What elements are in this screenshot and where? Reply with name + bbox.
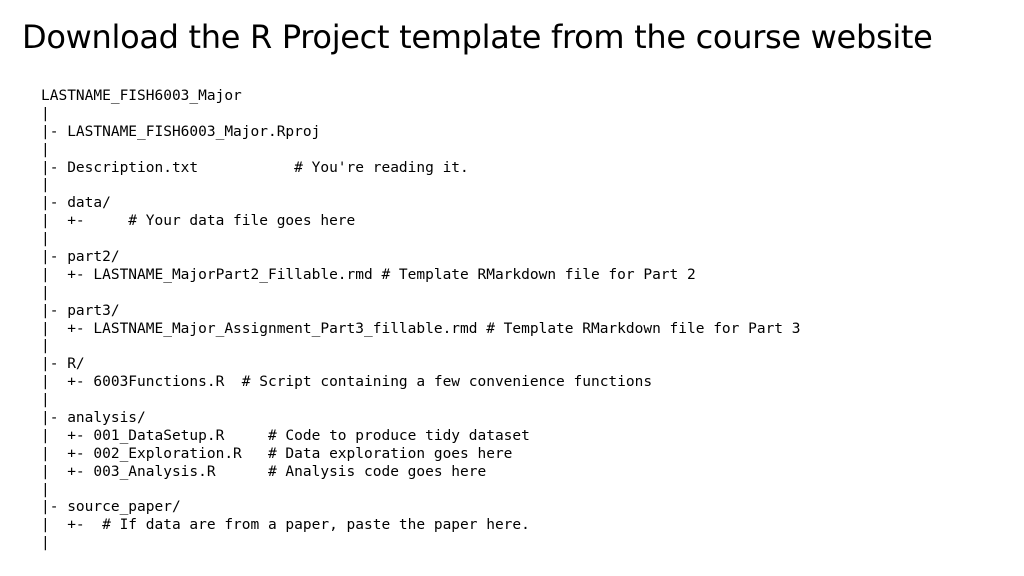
tree-line-connector: | bbox=[41, 535, 50, 552]
tree-line-description-file: |- Description.txt # You're reading it. bbox=[41, 159, 469, 176]
tree-line-connector: | bbox=[41, 284, 50, 301]
tree-line-functions-script: | +- 6003Functions.R # Script containing… bbox=[41, 374, 653, 391]
tree-line-connector: | bbox=[41, 338, 50, 355]
tree-line-connector: | bbox=[41, 231, 50, 248]
tree-line-r-folder: |- R/ bbox=[41, 356, 85, 373]
tree-line-part2-folder: |- part2/ bbox=[41, 249, 120, 266]
tree-line-part3-template: | +- LASTNAME_Major_Assignment_Part3_fil… bbox=[41, 320, 801, 337]
tree-line-analysis-script: | +- 003_Analysis.R # Analysis code goes… bbox=[41, 463, 487, 480]
tree-line-connector: | bbox=[41, 481, 50, 498]
tree-line-source-paper-file: | +- # If data are from a paper, paste t… bbox=[41, 517, 530, 534]
tree-line-source-paper-folder: |- source_paper/ bbox=[41, 499, 181, 516]
tree-line-connector: | bbox=[41, 392, 50, 409]
slide-title: Download the R Project template from the… bbox=[22, 18, 933, 56]
tree-line-root-folder: LASTNAME_FISH6003_Major bbox=[41, 88, 242, 104]
tree-line-datasetup-script: | +- 001_DataSetup.R # Code to produce t… bbox=[41, 427, 530, 444]
tree-line-data-file: | +- # Your data file goes here bbox=[41, 213, 356, 230]
tree-line-connector: | bbox=[41, 177, 50, 194]
tree-line-part3-folder: |- part3/ bbox=[41, 302, 120, 319]
project-directory-tree: LASTNAME_FISH6003_Major | |- LASTNAME_FI… bbox=[41, 88, 801, 553]
tree-line-connector: | bbox=[41, 105, 50, 122]
tree-line-analysis-folder: |- analysis/ bbox=[41, 410, 146, 427]
tree-line-connector: | bbox=[41, 141, 50, 158]
tree-line-exploration-script: | +- 002_Exploration.R # Data exploratio… bbox=[41, 445, 513, 462]
tree-line-data-folder: |- data/ bbox=[41, 195, 111, 212]
tree-line-rproj-file: |- LASTNAME_FISH6003_Major.Rproj bbox=[41, 123, 321, 140]
tree-line-part2-template: | +- LASTNAME_MajorPart2_Fillable.rmd # … bbox=[41, 266, 696, 283]
